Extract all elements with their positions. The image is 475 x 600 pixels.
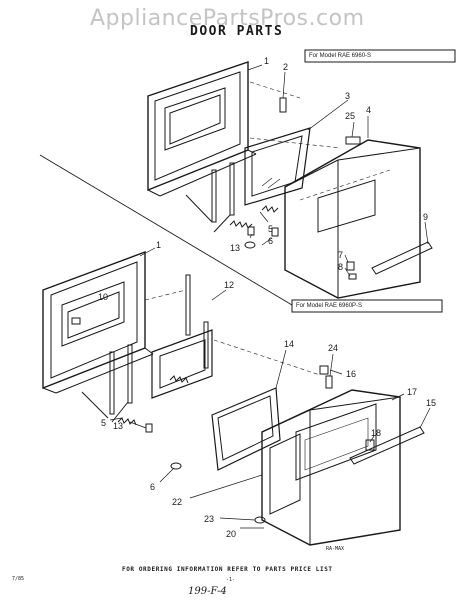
model-box-lower — [291, 299, 443, 313]
art-code: RA-MAX — [326, 546, 345, 552]
model-label-upper: For Model RAE 6960-S — [309, 53, 372, 59]
callout-23: 23 — [204, 514, 214, 524]
callout-6-lower: 6 — [150, 482, 155, 492]
callout-15: 15 — [426, 398, 436, 408]
page-code: 7/85 — [12, 576, 25, 582]
callout-10: 10 — [98, 292, 108, 302]
lower-hinge-left — [109, 351, 115, 415]
upper-inner-door-panel — [147, 61, 249, 192]
callout-9: 9 — [423, 212, 428, 222]
lower-clip-10 — [71, 317, 81, 325]
upper-clip — [279, 97, 287, 113]
lower-door-handle — [349, 426, 425, 465]
lower-clip-24 — [325, 375, 333, 389]
upper-handle-bracket — [346, 261, 355, 271]
callout-20: 20 — [226, 529, 236, 539]
model-label-lower: For Model RAE 6960P-S — [296, 303, 363, 309]
upper-screw — [244, 241, 256, 249]
callout-13-lower: 13 — [113, 421, 123, 431]
separator-line — [39, 154, 293, 306]
callout-1-upper: 1 — [264, 56, 269, 66]
callout-25: 25 — [345, 111, 355, 121]
upper-window-glass — [244, 127, 311, 206]
lower-door-assembly — [42, 250, 425, 546]
watermark: AppliancePartsPros.com — [90, 6, 365, 31]
lower-handle-bracket — [365, 439, 375, 451]
upper-clip-25 — [345, 136, 361, 145]
lower-inner-door-panel — [42, 250, 146, 390]
lower-screw — [170, 462, 182, 470]
callout-22: 22 — [172, 497, 182, 507]
callout-6-upper: 6 — [268, 236, 273, 246]
lower-outer-door-panel — [261, 389, 401, 546]
upper-door-handle — [371, 241, 433, 275]
callout-labels: 1 2 3 25 4 5 13 6 9 7 8 1 10 12 14 24 16… — [98, 56, 436, 539]
upper-hinge-right — [229, 162, 235, 216]
callout-2: 2 — [283, 62, 288, 72]
callout-14: 14 — [284, 339, 294, 349]
handwritten-note: 199-F-4 — [188, 586, 227, 597]
leader-lines — [109, 64, 431, 529]
callout-4: 4 — [366, 105, 371, 115]
upper-outer-door-panel — [284, 139, 421, 299]
page-number: -1- — [226, 577, 236, 583]
ordering-footer: FOR ORDERING INFORMATION REFER TO PARTS … — [122, 566, 333, 573]
callout-8: 8 — [338, 262, 343, 272]
callout-18: 18 — [371, 428, 381, 438]
lower-door-spring-2 — [169, 375, 189, 384]
lower-gasket — [211, 387, 281, 471]
callout-12: 12 — [224, 280, 234, 290]
callout-24: 24 — [328, 343, 338, 353]
lower-clip-16 — [319, 365, 329, 375]
callout-5-lower: 5 — [101, 418, 106, 428]
callout-17: 17 — [407, 387, 417, 397]
callout-7: 7 — [338, 250, 343, 260]
callout-1-lower: 1 — [156, 240, 161, 250]
upper-door-spring-2 — [261, 205, 279, 213]
page-title: DOOR PARTS — [190, 24, 284, 39]
upper-door-assembly — [147, 61, 433, 299]
lower-window-glass — [151, 329, 213, 399]
callout-5-upper: 5 — [268, 224, 273, 234]
upper-hinge-left — [211, 169, 217, 223]
callout-3: 3 — [345, 91, 350, 101]
model-box-upper — [304, 49, 456, 63]
lower-hinge-right — [127, 344, 133, 404]
callout-16: 16 — [346, 369, 356, 379]
callout-13-upper: 13 — [230, 243, 240, 253]
alignment-lines — [144, 81, 391, 376]
